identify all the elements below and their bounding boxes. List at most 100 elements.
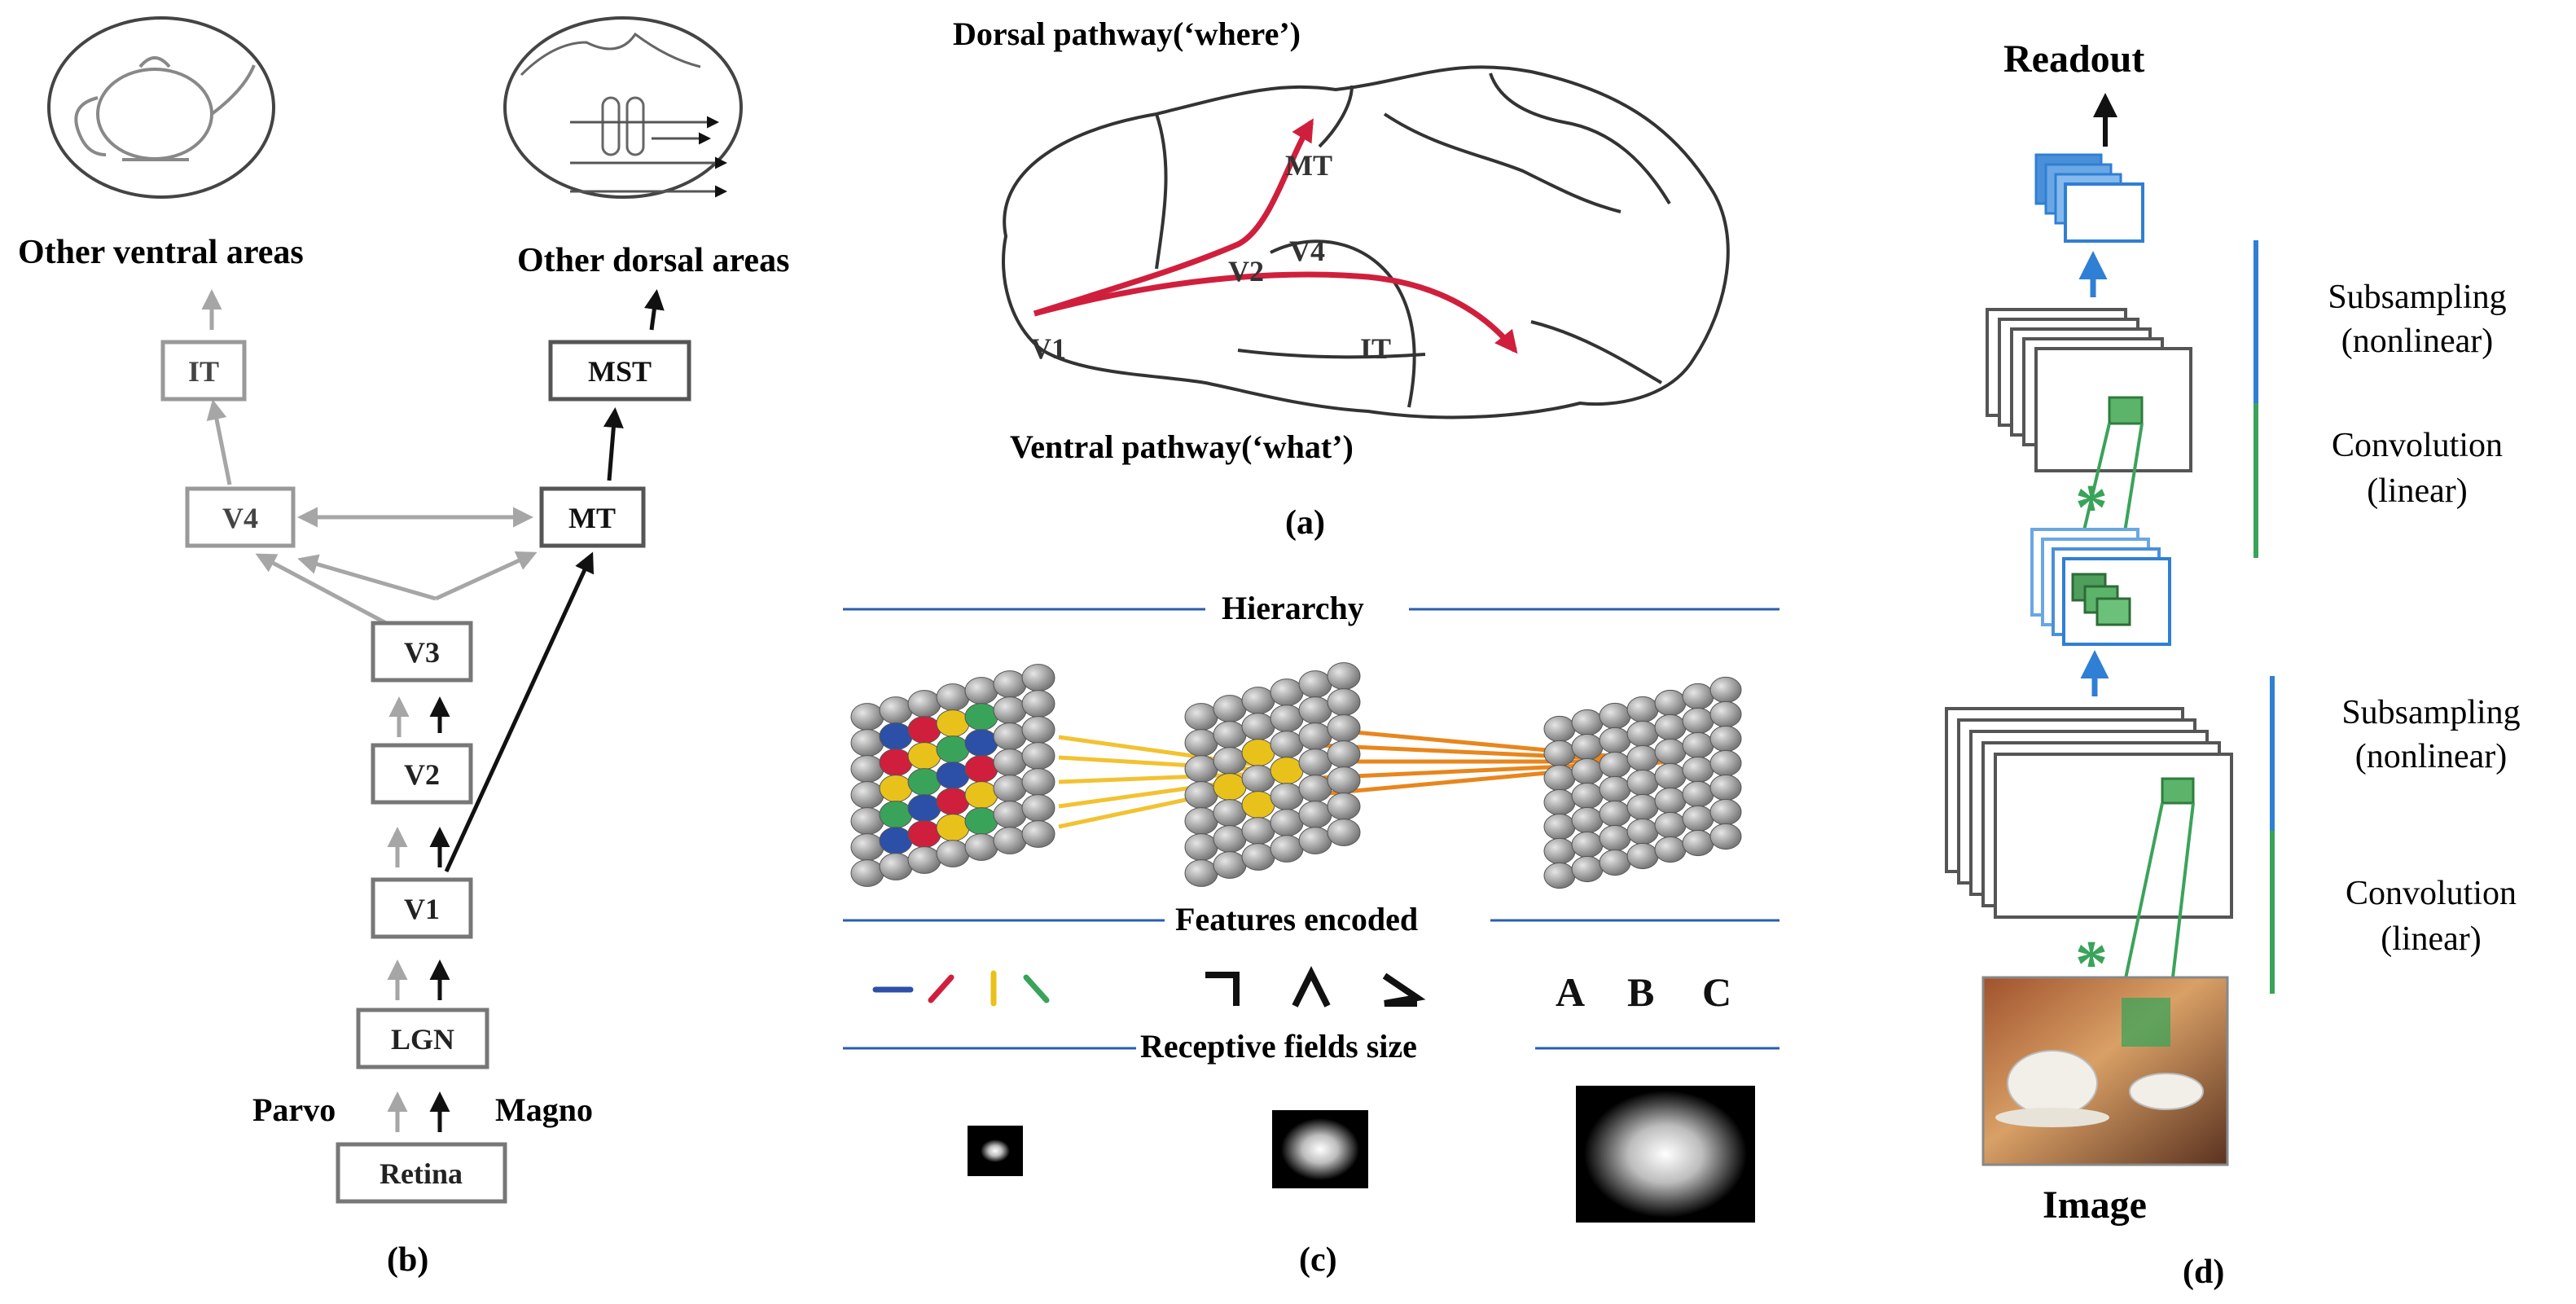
grid-node bbox=[1213, 721, 1247, 749]
grid-node bbox=[1298, 670, 1332, 698]
grid-node bbox=[936, 709, 970, 737]
brain-outline bbox=[1002, 65, 1730, 419]
svg-text:V4: V4 bbox=[222, 502, 258, 534]
linear-label-1: (linear) bbox=[2367, 472, 2468, 510]
brain-label-mt: MT bbox=[1285, 149, 1332, 182]
svg-text:MST: MST bbox=[588, 355, 652, 388]
grid-node bbox=[1270, 809, 1304, 836]
grid-node bbox=[1270, 835, 1304, 863]
grid-node bbox=[1571, 733, 1604, 761]
grid-node bbox=[964, 755, 998, 783]
grid-node bbox=[1327, 792, 1361, 820]
letter-icons: A B C bbox=[1556, 969, 1731, 1015]
grid-node bbox=[1327, 819, 1361, 846]
grid-node bbox=[1571, 782, 1604, 810]
grid-node bbox=[1021, 716, 1055, 744]
grid-node bbox=[964, 703, 998, 731]
grid-node bbox=[964, 781, 998, 809]
grid-node bbox=[1270, 731, 1304, 758]
grid-node bbox=[1543, 837, 1576, 865]
grid-node bbox=[1682, 731, 1714, 759]
grid-node bbox=[1626, 793, 1659, 821]
convolved-feature-maps bbox=[2030, 528, 2171, 646]
grid-node bbox=[879, 696, 913, 724]
grid-node bbox=[1184, 807, 1218, 835]
grid-node bbox=[1599, 824, 1631, 852]
grid-node bbox=[1298, 827, 1332, 854]
grid-node bbox=[1021, 794, 1055, 822]
panel-b: Other ventral areas Other dorsal areas bbox=[18, 16, 789, 1279]
grid-node bbox=[1241, 739, 1275, 766]
grid-node bbox=[1571, 831, 1604, 858]
layer-2-grid bbox=[1184, 662, 1361, 887]
grid-node bbox=[1571, 709, 1604, 736]
grid-node bbox=[1599, 849, 1631, 876]
grid-node bbox=[1213, 695, 1247, 722]
grid-node bbox=[1270, 705, 1304, 732]
grid-node bbox=[1298, 696, 1332, 724]
grid-node bbox=[1709, 749, 1742, 777]
parvo-label: Parvo bbox=[252, 1091, 336, 1128]
grid-node bbox=[1021, 742, 1055, 770]
panel-c: Hierarchy Features enc bbox=[843, 590, 1780, 1279]
grid-node bbox=[936, 840, 970, 867]
grid-node bbox=[993, 722, 1027, 750]
grid-node bbox=[964, 807, 998, 835]
grid-node bbox=[1571, 757, 1604, 785]
caption-d: (d) bbox=[2183, 1254, 2224, 1291]
grid-node bbox=[964, 833, 998, 861]
receptive-field-small bbox=[968, 1126, 1023, 1176]
grid-node bbox=[936, 788, 970, 815]
grid-node bbox=[1626, 720, 1659, 748]
grid-node bbox=[993, 775, 1027, 802]
grid-node bbox=[1213, 825, 1247, 853]
grid-node bbox=[1184, 859, 1218, 887]
grid-node bbox=[1327, 766, 1361, 794]
receptive-label: Receptive fields size bbox=[1140, 1028, 1417, 1065]
grid-node bbox=[993, 749, 1027, 776]
grid-node bbox=[1327, 714, 1361, 742]
receptive-field-large bbox=[1576, 1086, 1755, 1223]
caption-c: (c) bbox=[1299, 1241, 1337, 1279]
grid-node bbox=[1184, 833, 1218, 861]
subsampling-label-1: Subsampling bbox=[2328, 279, 2506, 316]
grid-node bbox=[850, 833, 884, 861]
grid-node bbox=[993, 827, 1027, 854]
grid-node bbox=[1654, 762, 1687, 790]
grid-node bbox=[879, 853, 913, 880]
grid-node bbox=[1213, 799, 1247, 827]
grid-node bbox=[964, 729, 998, 757]
grid-node bbox=[1709, 774, 1742, 801]
grid-node bbox=[879, 827, 913, 854]
box-mt: MT bbox=[539, 486, 646, 548]
readout-feature-maps bbox=[2034, 153, 2144, 243]
grid-node bbox=[1654, 713, 1687, 741]
box-v3: V3 bbox=[371, 621, 473, 683]
grid-node bbox=[993, 801, 1027, 828]
grid-node bbox=[1298, 749, 1332, 776]
grid-node bbox=[993, 696, 1027, 724]
grid-node bbox=[1543, 764, 1576, 792]
letter-c: C bbox=[1702, 969, 1731, 1015]
grid-node bbox=[1682, 683, 1714, 710]
convolution-label-1: Convolution bbox=[2332, 427, 2503, 464]
grid-node bbox=[936, 762, 970, 789]
grid-node bbox=[879, 749, 913, 776]
caption-b: (b) bbox=[387, 1241, 428, 1279]
grid-node bbox=[1270, 783, 1304, 810]
other-dorsal-label: Other dorsal areas bbox=[517, 242, 789, 279]
grid-node bbox=[1327, 662, 1361, 690]
linear-label-2: (linear) bbox=[2381, 920, 2482, 958]
grid-node bbox=[1213, 851, 1247, 879]
grid-node bbox=[1709, 823, 1742, 850]
layer-1-grid bbox=[850, 664, 1055, 887]
box-retina: Retina bbox=[336, 1142, 507, 1204]
grid-node bbox=[1298, 801, 1332, 828]
svg-text:Retina: Retina bbox=[380, 1157, 463, 1190]
svg-text:IT: IT bbox=[188, 355, 219, 388]
grid-node bbox=[1241, 817, 1275, 845]
box-lgn: LGN bbox=[356, 1008, 489, 1069]
grid-node bbox=[1184, 729, 1218, 757]
grid-node bbox=[1241, 765, 1275, 792]
oriented-bar-icons bbox=[872, 970, 1050, 1007]
